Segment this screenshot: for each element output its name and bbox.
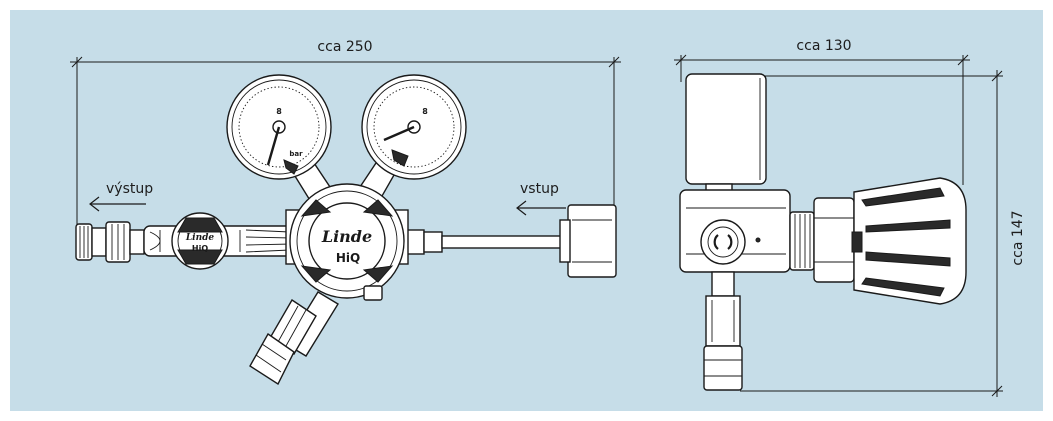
body-brand-logo: Linde <box>321 227 372 246</box>
low-gauge-scale-mark: 8 <box>276 107 282 116</box>
high-pressure-gauge: 8 <box>353 74 467 212</box>
outlet-arrow: výstup <box>89 181 153 212</box>
side-body <box>679 189 791 273</box>
outlet-valve: Linde HiQ <box>143 212 295 270</box>
front-width-dimension: cca 250 <box>70 39 621 230</box>
side-width-dimension: cca 130 <box>674 38 970 185</box>
inlet-connection <box>397 204 617 278</box>
regulator-body: Linde HiQ <box>285 183 409 301</box>
side-lower-fitting <box>703 271 743 391</box>
side-height-dimension: cca 147 <box>690 70 1026 397</box>
high-gauge-scale-mark: 8 <box>422 107 428 116</box>
side-height-label: cca 147 <box>1010 210 1026 265</box>
lower-outlet-fitting <box>249 291 339 386</box>
inlet-nut <box>567 204 617 278</box>
body-product-logo: HiQ <box>336 251 360 265</box>
valve-brand-logo: Linde <box>185 233 215 243</box>
outlet-label: výstup <box>106 181 153 197</box>
valve-product-logo: HiQ <box>192 244 208 253</box>
low-gauge-unit-mark: bar <box>289 150 303 158</box>
side-width-label: cca 130 <box>796 38 851 54</box>
side-view: cca 130 cca 147 <box>674 38 1026 397</box>
inlet-label: vstup <box>520 181 559 197</box>
side-gauge <box>685 73 767 195</box>
front-width-label: cca 250 <box>317 39 372 55</box>
inlet-arrow: vstup <box>516 181 566 216</box>
side-port <box>700 219 746 265</box>
outlet-fittings <box>75 221 145 263</box>
front-view: cca 250 výstup vstup <box>70 39 621 386</box>
side-adjusting-knob <box>789 177 967 305</box>
